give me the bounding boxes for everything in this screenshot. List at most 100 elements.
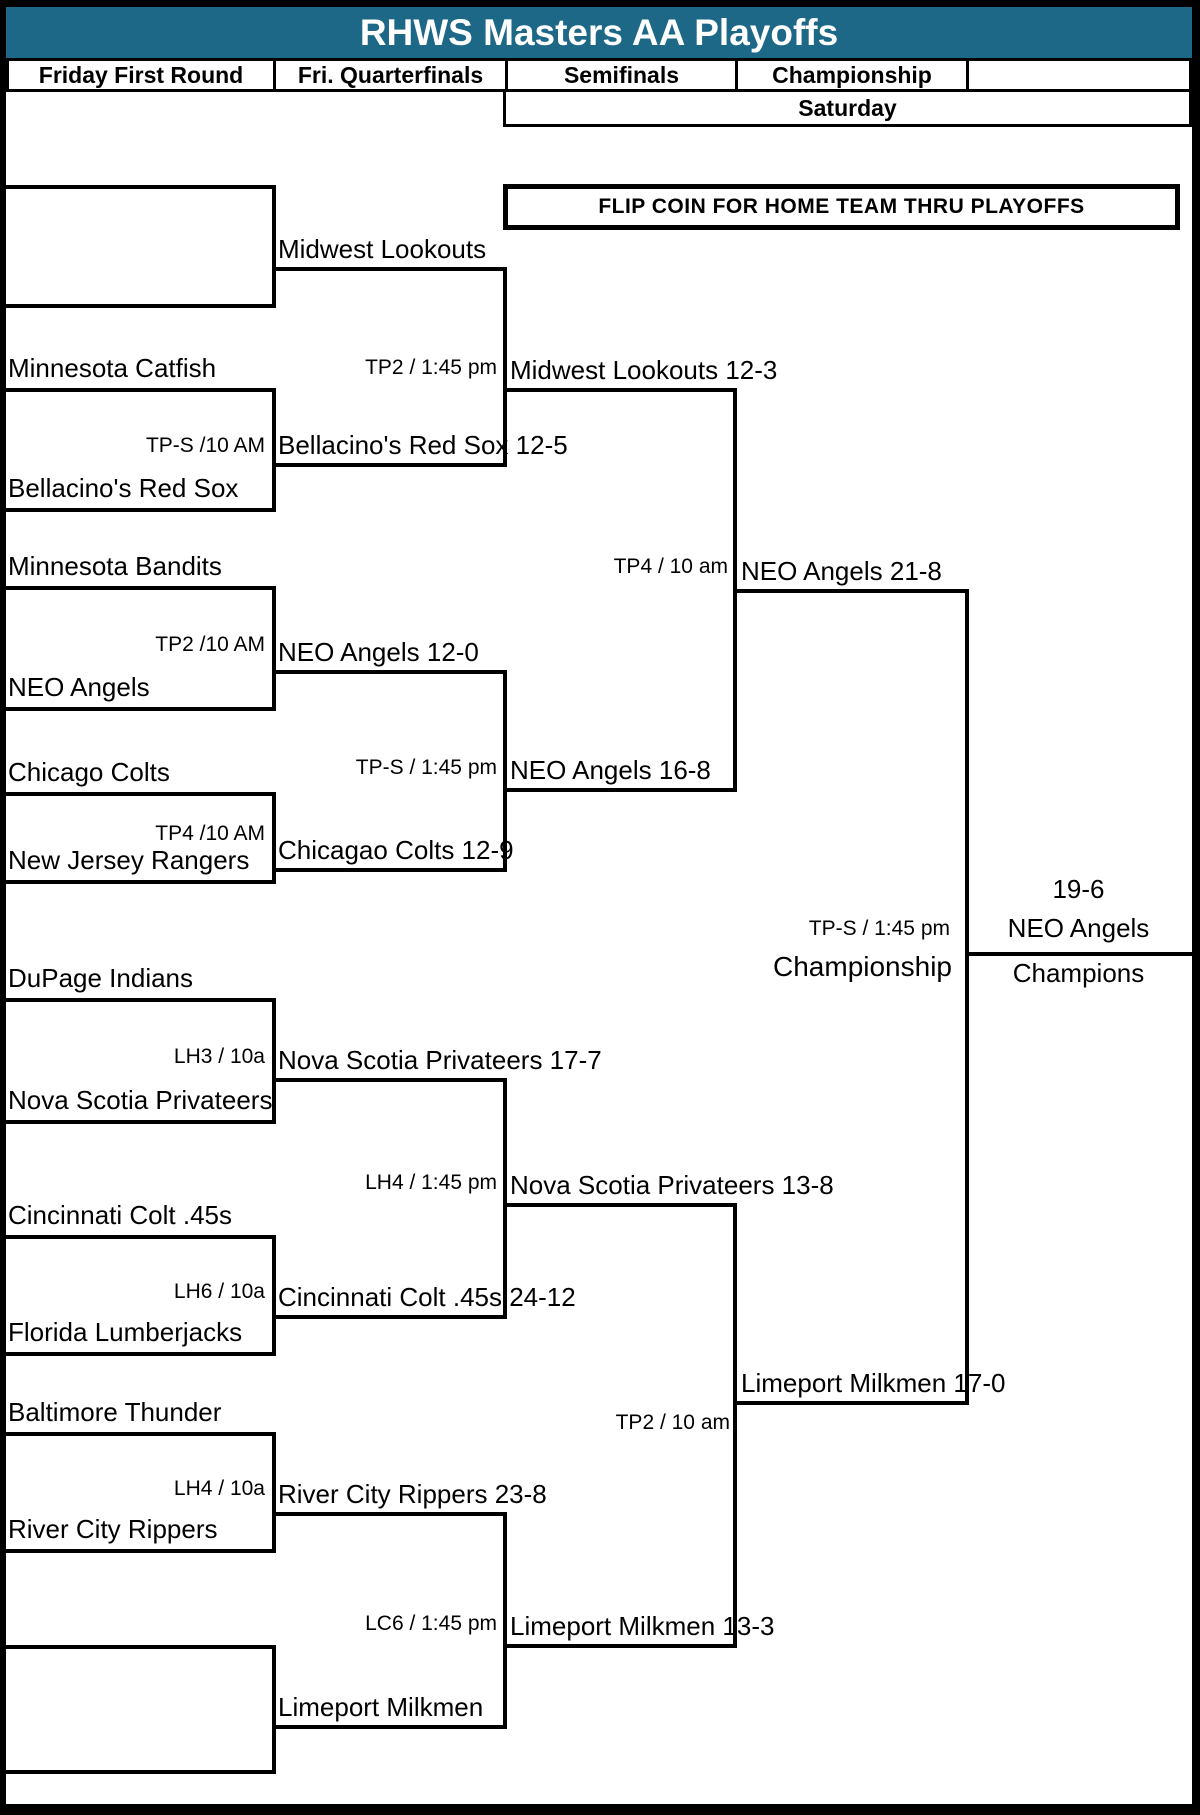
first-round-team: NEO Angels — [8, 672, 150, 702]
title-bar: RHWS Masters AA Playoffs — [6, 7, 1192, 58]
bracket-line — [272, 463, 507, 467]
quarterfinal-winner: Cincinnati Colt .45s 24-12 — [278, 1282, 576, 1312]
border-left — [0, 0, 6, 1815]
header-championship: Championship — [735, 58, 966, 92]
quarterfinal-winner: River City Rippers 23-8 — [278, 1479, 547, 1509]
bracket-line — [6, 185, 276, 189]
bracket-line — [503, 788, 737, 792]
quarterfinal-winner: Midwest Lookouts — [278, 234, 487, 264]
header-cell-empty — [966, 58, 1192, 92]
bracket-line — [272, 998, 276, 1124]
bracket-line — [503, 670, 507, 872]
bracket-line — [272, 185, 276, 308]
bracket-line — [272, 1235, 276, 1356]
bracket-line — [272, 267, 507, 271]
first-round-team: Bellacino's Red Sox — [8, 473, 239, 503]
bracket-line — [6, 1432, 276, 1436]
bracket-line — [272, 868, 507, 872]
bracket-line — [6, 792, 276, 796]
game-time-label: LH4 / 10a — [173, 1476, 265, 1500]
championship-time-label: TP-S / 1:45 pm — [808, 917, 950, 940]
first-round-team: Florida Lumberjacks — [8, 1317, 243, 1347]
bracket-line — [272, 1645, 276, 1774]
champion-record: 19-6 — [1052, 874, 1105, 904]
semifinal-time-label: LH4 / 1:45 pm — [365, 1171, 497, 1194]
finalist: NEO Angels 21-8 — [741, 556, 942, 586]
bracket-line — [272, 1078, 507, 1082]
bracket-line — [6, 388, 276, 392]
flip-coin-banner: FLIP COIN FOR HOME TEAM THRU PLAYOFFS — [503, 184, 1180, 230]
finalist-time-label: TP2 / 10 am — [615, 1411, 730, 1434]
bracket-line — [272, 1512, 507, 1516]
header-semifinals: Semifinals — [505, 58, 735, 92]
bracket-line — [272, 670, 507, 674]
first-round-team: New Jersey Rangers — [8, 845, 250, 875]
bracket-line — [503, 267, 507, 467]
page-title: RHWS Masters AA Playoffs — [359, 11, 839, 53]
game-time-label: LH3 / 10a — [173, 1045, 265, 1068]
champion-label: Champions — [1012, 958, 1145, 988]
first-round-team: Cincinnati Colt .45s — [8, 1200, 232, 1230]
bracket-line — [6, 707, 276, 711]
semifinal-winner: Nova Scotia Privateers 13-8 — [510, 1170, 834, 1200]
semifinal-winner: Midwest Lookouts 12-3 — [510, 355, 778, 385]
bracket-line — [272, 586, 276, 711]
bracket-line — [733, 1203, 737, 1648]
bracket-line — [503, 1644, 737, 1648]
bracket-line — [6, 586, 276, 590]
bracket-line — [6, 1235, 276, 1239]
champion-team: NEO Angels — [1007, 913, 1150, 943]
border-right — [1192, 0, 1200, 1815]
bracket-line — [272, 1725, 507, 1729]
bracket-line — [965, 952, 1192, 956]
bracket-line — [503, 1203, 737, 1207]
first-round-team: Baltimore Thunder — [8, 1397, 222, 1427]
first-round-team: River City Rippers — [8, 1514, 218, 1544]
bracket-line — [6, 1645, 276, 1649]
header-quarterfinals: Fri. Quarterfinals — [273, 58, 505, 92]
bracket-line — [733, 589, 969, 593]
bracket-line — [6, 1549, 276, 1553]
header-first-round: Friday First Round — [6, 58, 273, 92]
bracket-line — [6, 998, 276, 1002]
semifinal-time-label: TP-S / 1:45 pm — [355, 756, 497, 779]
bracket-line — [6, 304, 276, 308]
semifinal-winner: Limeport Milkmen 13-3 — [510, 1611, 775, 1641]
quarterfinal-winner: NEO Angels 12-0 — [278, 637, 479, 667]
bracket-line — [733, 1401, 969, 1405]
quarterfinal-winner: Chicagao Colts 12-9 — [278, 835, 514, 865]
quarterfinal-winner: Bellacino's Red Sox 12-5 — [278, 430, 568, 460]
bracket-line — [6, 1120, 276, 1124]
bracket-line — [272, 388, 276, 512]
bracket-line — [6, 508, 276, 512]
first-round-team: Nova Scotia Privateers — [8, 1085, 273, 1115]
bracket-line — [272, 1315, 507, 1319]
saturday-banner: Saturday — [503, 92, 1192, 127]
quarterfinal-winner: Limeport Milkmen — [278, 1692, 484, 1722]
bracket-line — [503, 1512, 507, 1729]
semifinal-winner: NEO Angels 16-8 — [510, 755, 711, 785]
first-round-team: Minnesota Catfish — [8, 353, 217, 383]
bracket-line — [272, 1432, 276, 1553]
game-time-label: TP2 /10 AM — [155, 632, 265, 656]
bracket-line — [503, 388, 737, 392]
finalist: Limeport Milkmen 17-0 — [741, 1368, 1006, 1398]
championship-title-label: Championship — [773, 951, 952, 982]
border-top — [0, 0, 1200, 7]
first-round-team: Chicago Colts — [8, 757, 170, 787]
game-time-label: TP4 /10 AM — [155, 822, 265, 845]
semifinal-time-label: TP2 / 1:45 pm — [365, 356, 497, 379]
bracket-line — [965, 589, 969, 1405]
bracket-line — [6, 880, 276, 884]
bracket-line — [503, 1078, 507, 1319]
game-time-label: LH6 / 10a — [173, 1279, 265, 1303]
first-round-team: Minnesota Bandits — [8, 551, 222, 581]
quarterfinal-winner: Nova Scotia Privateers 17-7 — [278, 1045, 602, 1075]
bracket-line — [6, 1770, 276, 1774]
border-bottom — [0, 1804, 1200, 1815]
game-time-label: TP-S /10 AM — [145, 434, 265, 457]
finalist-time-label: TP4 / 10 am — [613, 555, 728, 578]
first-round-team: DuPage Indians — [8, 963, 194, 993]
semifinal-time-label: LC6 / 1:45 pm — [365, 1612, 497, 1635]
